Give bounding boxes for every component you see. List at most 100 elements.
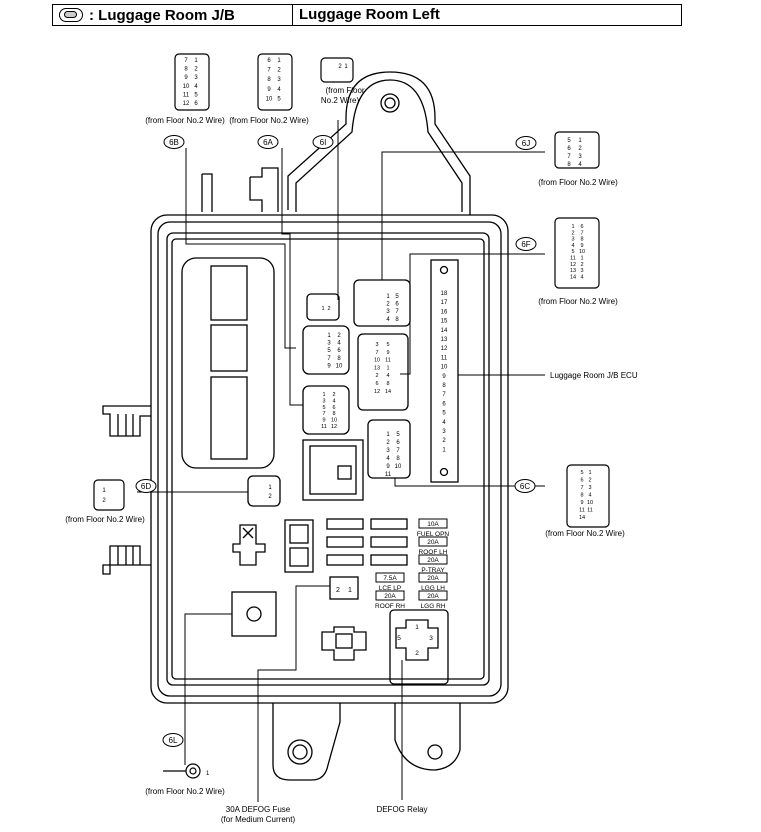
connector-6C-pin: 6	[580, 478, 583, 484]
ecu-connector	[430, 259, 459, 483]
connector-6C-pin: 7	[580, 485, 583, 491]
inner-6C-pin: 8	[396, 456, 400, 462]
connector-6C-pin: 8	[580, 493, 583, 499]
defog-relay-pin: 2	[415, 650, 419, 657]
fuse-body	[375, 572, 405, 583]
connector-6F-pin: 6	[580, 224, 583, 230]
ecu-pin: 11	[441, 355, 448, 361]
connector-6B-pin: 1	[194, 58, 198, 64]
inner-6C-pin: 5	[396, 432, 400, 438]
connector-6C-pin: 14	[579, 515, 585, 521]
ecu-pin: 10	[441, 365, 448, 371]
tag-6A: 6A	[257, 135, 279, 149]
defog-relay-body	[389, 609, 449, 685]
tag-6F: 6F	[515, 237, 537, 251]
inner-6D-pin: 1	[268, 485, 272, 491]
ecu-pin: 18	[441, 291, 448, 297]
svg-text:6D: 6D	[141, 482, 151, 491]
inner-6B-pin: 10	[331, 418, 337, 424]
fuse-amp: 7.5A	[383, 575, 397, 582]
connector-6F-pin: 9	[580, 243, 583, 249]
inner-6F-pin: 14	[385, 389, 391, 395]
connector-6A-pin: 1	[277, 58, 281, 64]
connector-6A-pin: 3	[277, 77, 281, 83]
inner-6C-pin: 1	[386, 432, 390, 438]
connector-6F	[554, 217, 600, 289]
connector-6J-pin: 1	[578, 138, 582, 144]
defog-relay-pin: 3	[429, 635, 433, 642]
connector-6D-pin: 2	[102, 498, 106, 504]
connector-6C-pin: 11	[579, 508, 585, 514]
connector-6B-pin: 8	[184, 67, 188, 73]
connector-6B-pin: 10	[183, 84, 190, 90]
connector-6L-pin: 1	[206, 771, 210, 777]
inner-6A-pin: 9	[327, 363, 331, 369]
connector-6C	[566, 464, 610, 528]
tag-6I: 6I	[312, 135, 334, 149]
connector-6I-source-line1: (from Floor	[325, 86, 364, 95]
fuse-name: ROOF LH	[419, 549, 448, 556]
tag-6D: 6D	[135, 479, 157, 493]
connector-6A	[257, 53, 293, 111]
ecu-pin: 12	[441, 346, 448, 352]
ecu-pin: 3	[442, 429, 446, 435]
defog-relay-pin: 1	[415, 624, 419, 631]
ecu-label: Luggage Room J/B ECU	[550, 371, 638, 380]
connector-6A-source: (from Floor No.2 Wire)	[229, 116, 309, 125]
inner-6F-pin: 2	[375, 373, 378, 379]
connector-6J	[554, 131, 600, 169]
inner-6B-pin: 11	[321, 424, 327, 430]
connector-6F-pin: 12	[570, 262, 576, 268]
inner-6B-pin: 2	[332, 392, 335, 398]
connector-6F-pin: 5	[571, 249, 574, 255]
connector-6A-pin: 2	[277, 68, 281, 74]
inner-6C-pin: 9	[386, 464, 390, 470]
inner-6F-pin: 6	[375, 381, 378, 387]
defog-fuse-body	[329, 576, 359, 600]
connector-6B-pin: 5	[194, 92, 198, 98]
inner-6B-pin: 7	[322, 411, 325, 417]
inner-6F-pin: 4	[386, 373, 389, 379]
connector-6F-source: (from Floor No.2 Wire)	[538, 297, 618, 306]
connector-6L-source: (from Floor No.2 Wire)	[145, 787, 225, 796]
connector-6F-pin: 7	[580, 230, 583, 236]
fuse-body	[418, 536, 448, 547]
connector-6B-pin: 12	[183, 101, 190, 107]
inner-6F-pin: 11	[385, 358, 391, 364]
inner-6A-pin: 3	[327, 341, 331, 347]
inner-6J-pin: 7	[395, 309, 399, 315]
page-title: Luggage Room Left	[299, 6, 440, 23]
tag-6L: 6L	[162, 733, 184, 747]
inner-6F-pin: 13	[374, 365, 380, 371]
inner-6F-pin: 10	[374, 358, 380, 364]
inner-6C-pin: 6	[396, 440, 400, 446]
inner-6F-pin: 7	[375, 350, 378, 356]
fuse-name: LGG LH	[421, 585, 445, 592]
connector-6C-pin: 4	[588, 493, 591, 499]
fuse-name: ROOF RH	[375, 603, 405, 610]
fuse-amp: 20A	[427, 539, 439, 546]
connector-6C-pin: 9	[580, 500, 583, 506]
inner-6J-pin: 5	[395, 294, 399, 300]
connector-symbol-icon	[59, 8, 83, 22]
connector-6J-pin: 4	[578, 162, 582, 168]
connector-6F-pin: 2	[571, 230, 574, 236]
connector-6I-source-line2: No.2 Wire)	[321, 96, 360, 105]
connector-6L-terminal	[185, 763, 201, 779]
ecu-pin: 16	[441, 309, 448, 315]
svg-text:6L: 6L	[169, 736, 178, 745]
inner-6J-pin: 1	[386, 294, 390, 300]
inner-6B-pin: 5	[322, 405, 325, 411]
fuse-amp: 20A	[384, 593, 396, 600]
connector-6J-pin: 5	[567, 138, 571, 144]
bottom-bracket-left	[272, 703, 341, 781]
svg-text:6J: 6J	[522, 139, 530, 148]
inner-6A-pin: 2	[337, 333, 341, 339]
ecu-pin: 4	[442, 420, 446, 426]
connector-6A-pin: 9	[267, 87, 271, 93]
connector-6F-pin: 11	[570, 256, 576, 262]
inner-6D-pin: 2	[268, 494, 272, 500]
connector-6B-pin: 6	[194, 101, 198, 107]
ecu-pin: 15	[441, 319, 448, 325]
connector-6A-pin: 8	[267, 77, 271, 83]
